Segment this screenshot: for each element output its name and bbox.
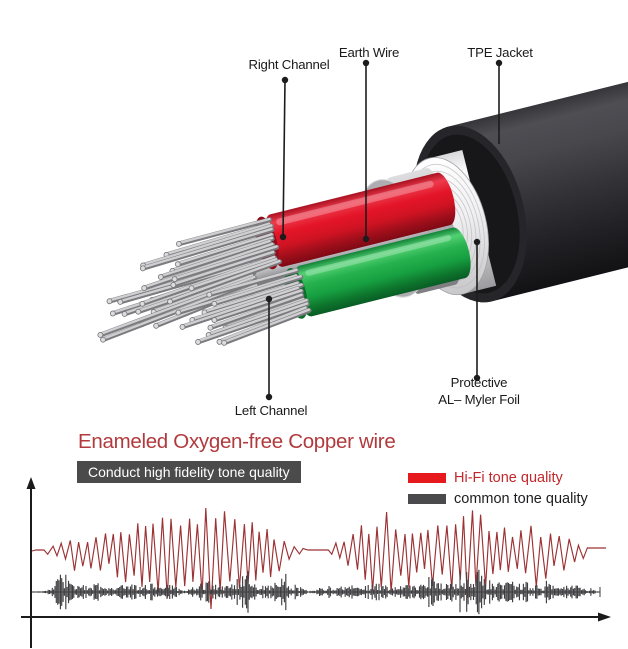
tone-quality-waveform-chart [21,477,611,648]
common-label: common tone quality [454,491,588,507]
waveform-legend: Hi-Fi tone quality common tone quality [408,470,588,512]
subtitle-badge: Conduct high fidelity tone quality [77,461,301,483]
callout-label-right-channel: Right Channel [249,57,330,72]
x-axis-arrow [598,612,611,622]
callout-label-left-channel: Left Channel [235,403,308,418]
copper-strand-bundle-left [175,268,312,346]
hifi-label: Hi-Fi tone quality [454,470,563,486]
copper-strands [97,217,312,346]
callout-label-earth-wire: Earth Wire [339,45,399,60]
cable-illustration [97,55,628,346]
callout-label2-protective-foil: AL– Myler Foil [438,392,520,407]
legend-item-common: common tone quality [408,491,588,507]
copper-strand-bundle-right [139,217,282,307]
callout-earth-wire: Earth Wire [339,45,399,243]
left-channel-highlight [305,234,452,276]
chart-axes [21,477,611,648]
hifi-swatch [408,473,446,483]
headline: Enameled Oxygen-free Copper wire [78,430,396,453]
right-channel-wire [264,172,456,267]
common-swatch [408,494,446,504]
right-channel-highlight [276,180,434,226]
callout-left-channel: Left Channel [235,295,308,418]
legend-item-hifi: Hi-Fi tone quality [408,470,588,486]
callout-right-channel: Right Channel [249,57,330,241]
callout-label-protective-foil: Protective [451,375,508,390]
callout-tpe-jacket: TPE Jacket [467,45,533,144]
callout-label-tpe-jacket: TPE Jacket [467,45,533,60]
hifi-waveform [31,507,606,610]
y-axis-arrow [26,477,36,489]
left-channel-wire [294,227,471,317]
